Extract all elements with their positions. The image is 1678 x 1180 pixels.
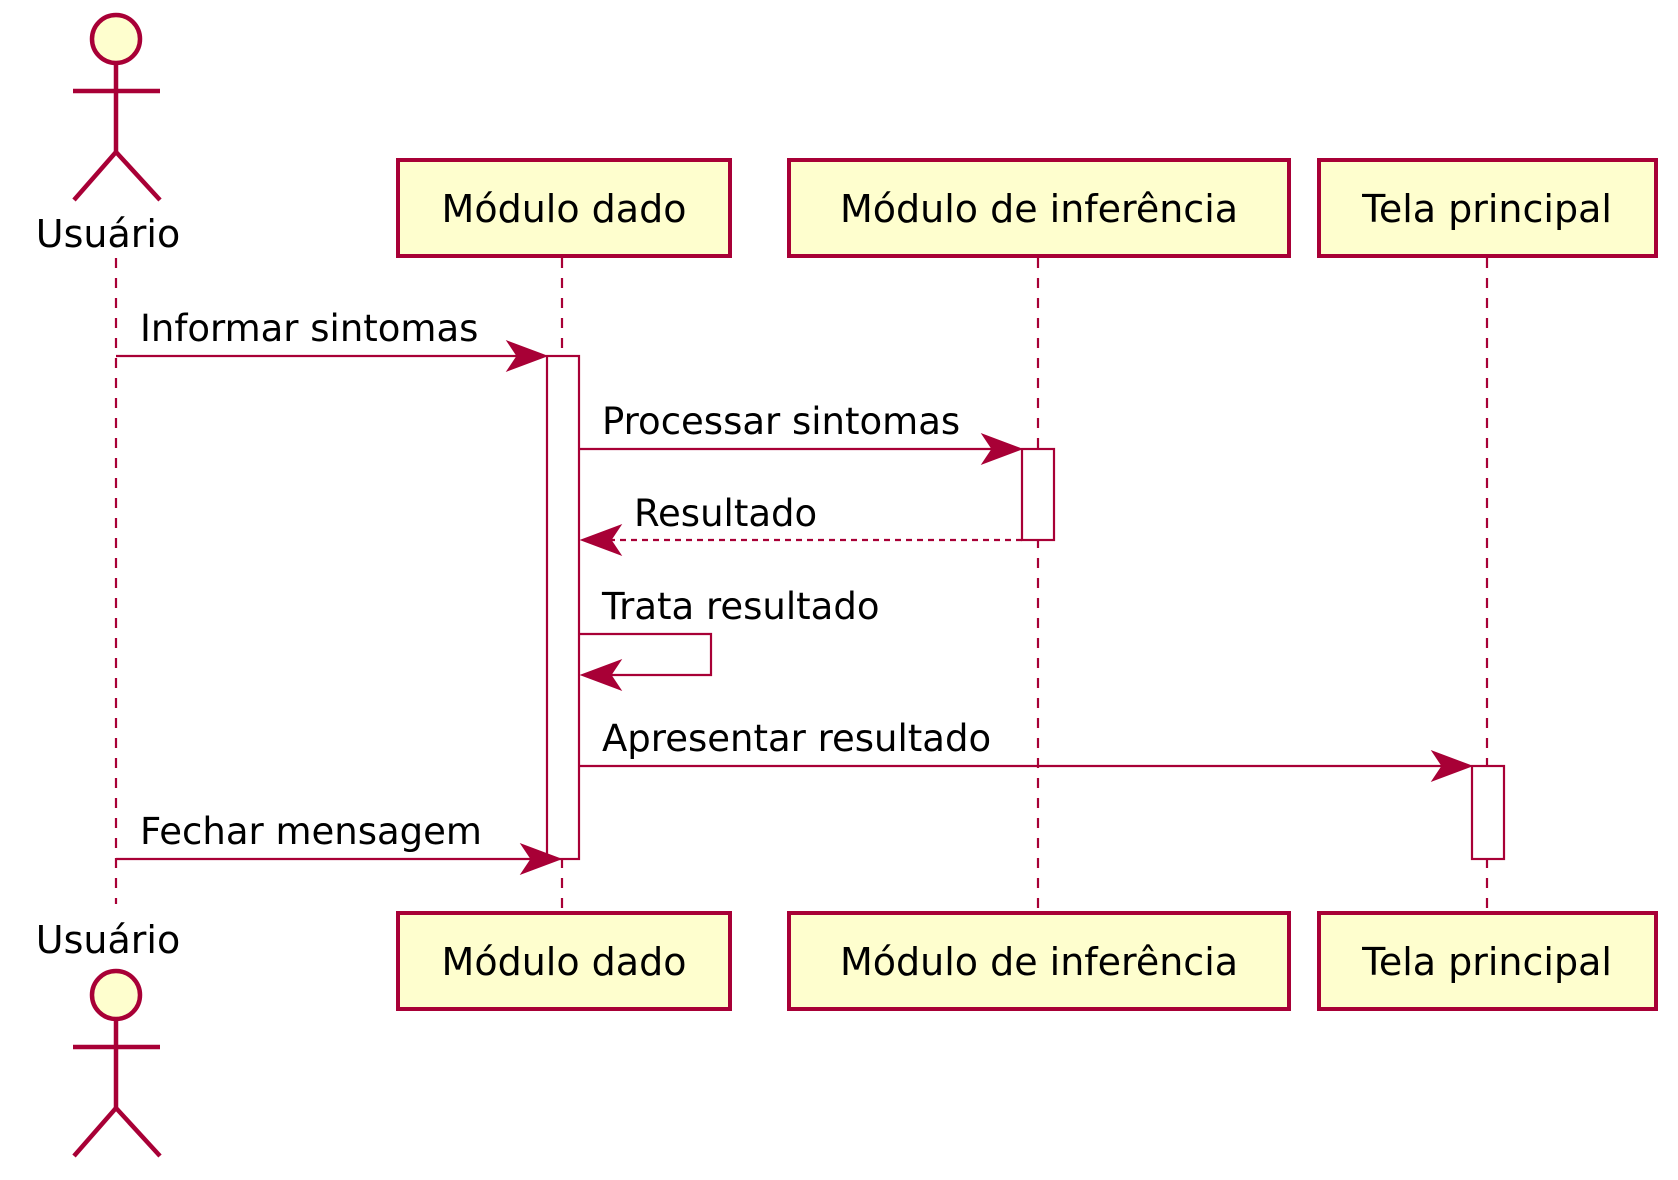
participant-box — [1317, 911, 1658, 1011]
participant-label: Módulo dado — [442, 940, 687, 984]
participant-label: Módulo de inferência — [840, 940, 1238, 984]
arrow-head-icon — [980, 432, 1024, 466]
actor-leg-right — [114, 150, 162, 202]
message-informar-sintomas: Informar sintomas — [116, 307, 549, 373]
participant-modulo-dado-top: Módulo dado — [396, 158, 732, 258]
participant-box — [787, 158, 1291, 258]
message-fechar-mensagem: Fechar mensagem — [116, 810, 563, 876]
actor-leg-left — [72, 150, 118, 202]
actor-usuario-bottom: Usuário — [36, 918, 180, 1158]
activation-modulo-dado — [545, 354, 581, 861]
participant-tela-principal-bottom: Tela principal — [1317, 911, 1658, 1011]
activation-tela-principal — [1470, 764, 1506, 861]
message-processar-sintomas: Processar sintomas — [579, 400, 1024, 466]
message-label: Resultado — [634, 492, 817, 535]
participant-box — [396, 158, 732, 258]
participant-modulo-dado-bottom: Módulo dado — [396, 911, 732, 1011]
actor-label-top: Usuário — [36, 212, 180, 256]
message-resultado: Resultado — [579, 492, 1022, 557]
participant-label: Tela principal — [1361, 940, 1612, 984]
activation-modulo-inferencia — [1020, 447, 1056, 542]
actor-leg-left — [72, 1106, 118, 1158]
message-line — [579, 632, 713, 677]
participant-tela-principal-top: Tela principal — [1317, 158, 1658, 258]
arrow-head-icon — [579, 658, 623, 692]
arrow-head-icon — [505, 339, 549, 373]
participant-box — [1317, 158, 1658, 258]
participant-label: Módulo de inferência — [840, 187, 1238, 231]
message-trata-resultado: Trata resultado — [579, 585, 879, 692]
participant-modulo-inferencia-bottom: Módulo de inferência — [787, 911, 1291, 1011]
arrow-head-icon — [519, 842, 563, 876]
message-label: Apresentar resultado — [602, 717, 991, 760]
actor-head-icon — [89, 12, 143, 66]
actor-leg-right — [114, 1106, 162, 1158]
message-apresentar-resultado: Apresentar resultado — [579, 717, 1474, 783]
message-label: Processar sintomas — [602, 400, 960, 443]
participant-modulo-inferencia-top: Módulo de inferência — [787, 158, 1291, 258]
arrow-head-icon — [579, 523, 623, 557]
arrow-head-icon — [1430, 749, 1474, 783]
participant-label: Tela principal — [1361, 187, 1612, 231]
actor-head-icon — [89, 968, 143, 1022]
message-label: Fechar mensagem — [140, 810, 482, 853]
message-label: Trata resultado — [601, 585, 879, 628]
participant-box — [396, 911, 732, 1011]
participant-box — [787, 911, 1291, 1011]
participant-label: Módulo dado — [442, 187, 687, 231]
actor-usuario-top: Usuário — [36, 12, 180, 256]
actor-label-bottom: Usuário — [36, 918, 180, 962]
message-label: Informar sintomas — [140, 307, 478, 350]
